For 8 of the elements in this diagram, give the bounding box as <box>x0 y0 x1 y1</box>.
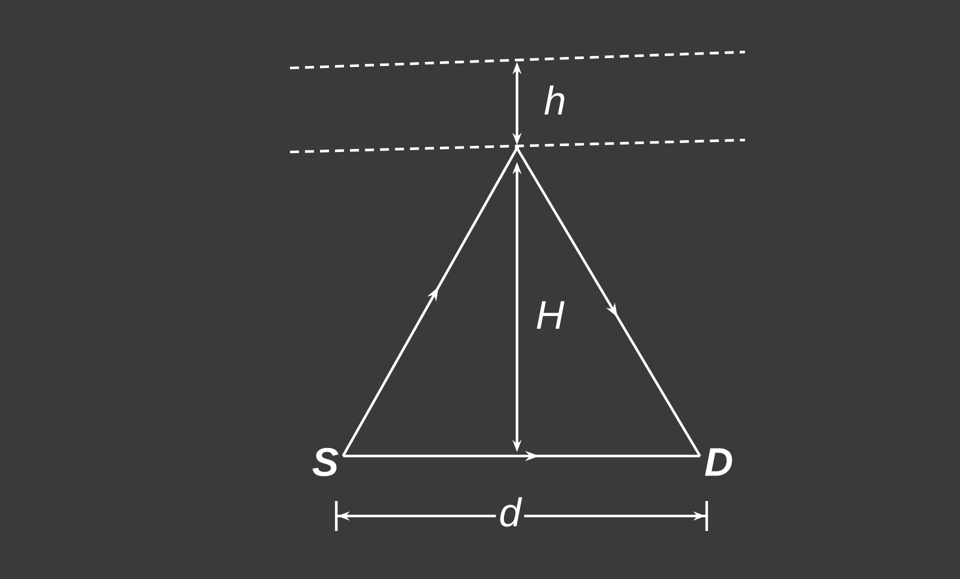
vertex-label: S <box>312 448 338 476</box>
vertex-label: D <box>705 448 732 476</box>
dimension-label: d <box>496 494 524 530</box>
dimension-label: H <box>532 298 568 332</box>
arrow-line <box>516 147 702 457</box>
arrow-line <box>342 147 518 457</box>
dimension-label: h <box>540 82 570 118</box>
vertex-point <box>514 146 520 150</box>
